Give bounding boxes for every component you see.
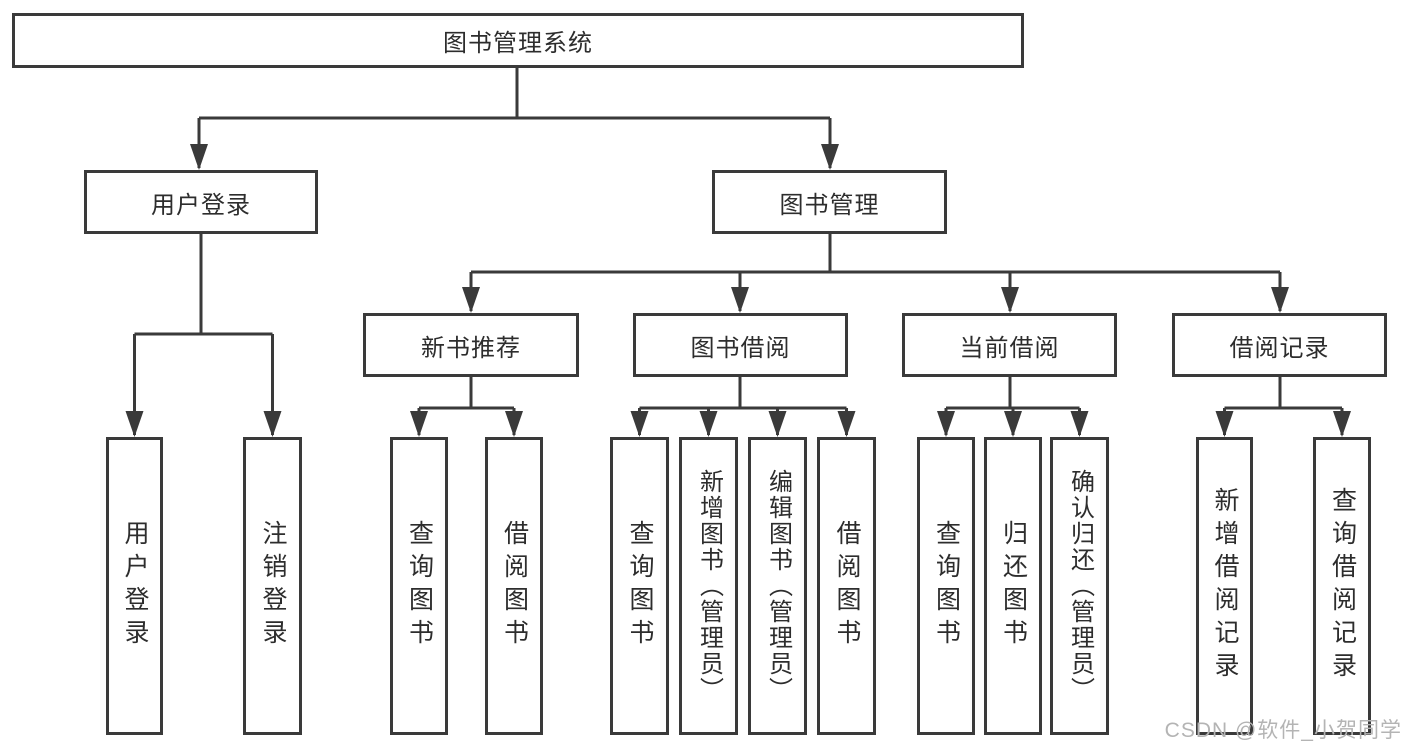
node-user-login-label: 用户登录 — [151, 191, 251, 219]
leaf-borrowing-query-books: 查询图书 — [610, 437, 669, 735]
leaf-records-add-record: 新增借阅记录 — [1196, 437, 1253, 735]
leaf-borrowing-edit-books: 编辑图书（管理员） — [748, 437, 807, 735]
leaf-borrowing-borrow-books: 借阅图书 — [817, 437, 876, 735]
leaf-current-return-books-label: 归还图书 — [999, 520, 1028, 652]
leaf-records-query-record-label: 查询借阅记录 — [1328, 487, 1357, 685]
node-root-label: 图书管理系统 — [443, 30, 593, 57]
node-new-book-recommend-label: 新书推荐 — [421, 334, 521, 362]
node-book-management-label: 图书管理 — [779, 191, 880, 219]
leaf-user-login-label: 用户登录 — [121, 520, 149, 652]
leaf-records-query-record: 查询借阅记录 — [1313, 437, 1371, 735]
node-current-borrowing: 当前借阅 — [902, 313, 1117, 377]
leaf-current-return-books: 归还图书 — [984, 437, 1042, 735]
leaf-borrowing-borrow-books-label: 借阅图书 — [833, 520, 861, 652]
node-book-management: 图书管理 — [712, 170, 947, 234]
leaf-borrowing-query-books-label: 查询图书 — [626, 520, 654, 652]
leaf-recommend-query-books: 查询图书 — [390, 437, 448, 735]
node-borrowing-records-label: 借阅记录 — [1229, 334, 1330, 362]
leaf-borrowing-add-books-label: 新增图书（管理员） — [695, 469, 723, 703]
node-book-borrowing: 图书借阅 — [633, 313, 848, 377]
leaf-records-add-record-label: 新增借阅记录 — [1211, 487, 1239, 685]
leaf-borrowing-edit-books-label: 编辑图书（管理员） — [764, 469, 792, 703]
csdn-watermark: CSDN @软件_小贺同学 — [1164, 719, 1402, 742]
leaf-logout-label: 注销登录 — [259, 520, 287, 652]
node-current-borrowing-label: 当前借阅 — [959, 334, 1060, 362]
tree-edges — [133, 68, 1344, 435]
node-root-library-system: 图书管理系统 — [12, 13, 1024, 68]
node-new-book-recommend: 新书推荐 — [363, 313, 579, 377]
leaf-recommend-borrow-books-label: 借阅图书 — [500, 520, 529, 652]
node-user-login: 用户登录 — [84, 170, 318, 234]
leaf-current-query-books: 查询图书 — [917, 437, 975, 735]
leaf-recommend-borrow-books: 借阅图书 — [485, 437, 543, 735]
leaf-recommend-query-books-label: 查询图书 — [405, 520, 434, 652]
node-book-borrowing-label: 图书借阅 — [690, 334, 791, 362]
leaf-current-query-books-label: 查询图书 — [932, 520, 961, 652]
leaf-borrowing-add-books: 新增图书（管理员） — [679, 437, 738, 735]
leaf-current-confirm-return: 确认归还（管理员） — [1050, 437, 1109, 735]
arrow-down-icons — [125, 144, 1351, 437]
leaf-logout: 注销登录 — [243, 437, 302, 735]
node-borrowing-records: 借阅记录 — [1172, 313, 1387, 377]
leaf-user-login: 用户登录 — [106, 437, 163, 735]
leaf-current-confirm-return-label: 确认归还（管理员） — [1066, 469, 1094, 703]
